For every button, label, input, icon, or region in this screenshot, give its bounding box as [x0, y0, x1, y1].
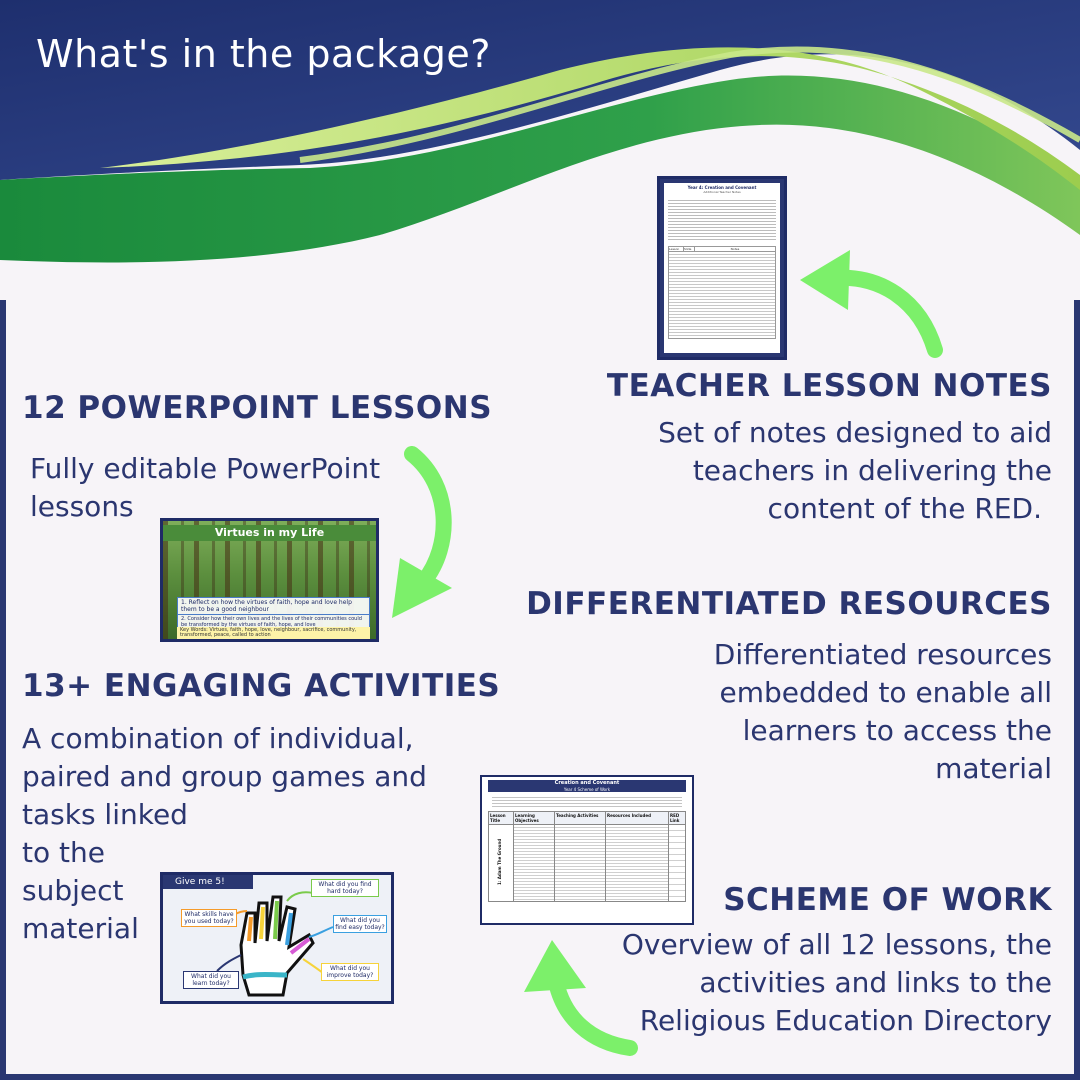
powerpoint-line-2: lessons: [30, 490, 134, 523]
teacher-notes-line-2: teachers in delivering the: [692, 454, 1052, 487]
scheme-heading: SCHEME OF WORK: [723, 882, 1052, 918]
teacher-notes-line-1: Set of notes designed to aid: [658, 416, 1052, 449]
powerpoint-heading: 12 POWERPOINT LESSONS: [22, 390, 493, 426]
scheme-col-resources: Resources Included: [606, 812, 669, 824]
teacher-notes-line-3: content of the RED.: [767, 492, 1042, 525]
scheme-line-2: activities and links to the: [699, 966, 1052, 999]
give-me-5-title: Give me 5!: [163, 875, 253, 889]
scheme-doc-title: Creation and Covenant: [488, 780, 686, 787]
hand-icon: [216, 891, 334, 997]
page-title: What's in the package?: [36, 32, 491, 76]
arrow-to-scheme: [524, 940, 638, 1056]
arrow-to-teacher-notes: [800, 250, 943, 358]
scheme-col-activities: Teaching Activities: [555, 812, 606, 824]
activities-text: A combination of individual, paired and …: [22, 720, 462, 948]
hand-prompt-improve: What did you improve today?: [321, 963, 379, 981]
activities-line-5: subject: [22, 874, 124, 907]
virtues-slide-title: Virtues in my Life: [163, 525, 376, 541]
activities-heading: 13+ ENGAGING ACTIVITIES: [22, 668, 501, 704]
activities-line-2: paired and group games and: [22, 760, 427, 793]
lime-wave: [100, 47, 1080, 191]
hand-prompt-skills: What skills have you used today?: [181, 909, 237, 927]
scheme-col-red: RED Link: [670, 813, 680, 823]
hand-prompt-easy: What did you find easy today?: [333, 915, 387, 933]
scheme-line-3: Religious Education Directory: [639, 1004, 1052, 1037]
scheme-doc-subtitle: Year 4 Scheme of Work: [488, 787, 686, 792]
notes-col-lesson: Lesson: [669, 247, 684, 251]
scheme-text: Overview of all 12 lessons, the activiti…: [572, 926, 1052, 1040]
give-me-5-thumbnail: Give me 5! What did you find hard today?…: [160, 872, 394, 1004]
scheme-row-title: 1: Adam The Ground: [497, 838, 502, 885]
arrow-to-powerpoint: [392, 446, 452, 618]
teacher-notes-heading: TEACHER LESSON NOTES: [606, 368, 1052, 404]
hand-prompt-hard: What did you find hard today?: [311, 879, 379, 897]
powerpoint-line-1: Fully editable PowerPoint: [30, 452, 381, 485]
virtues-slide-thumbnail: Virtues in my Life 1. Reflect on how the…: [160, 518, 379, 642]
teacher-notes-thumbnail: Year 4: Creation and Covenant Additional…: [657, 176, 787, 360]
green-wave: [0, 75, 1080, 263]
differentiated-text: Differentiated resources embedded to ena…: [572, 636, 1052, 788]
notes-doc-subtitle: Additional Teacher Notes: [703, 190, 741, 194]
virtues-keywords: Key Words: Virtues, faith, hope, love, n…: [177, 627, 370, 639]
notes-col-notes: Notes: [730, 247, 740, 251]
activities-line-6: material: [22, 912, 139, 945]
scheme-col-objectives: Learning Objectives: [514, 812, 555, 824]
differentiated-line-1: Differentiated resources: [713, 638, 1052, 671]
notes-doc-title: Year 4: Creation and Covenant: [687, 185, 757, 190]
virtues-item-1: 1. Reflect on how the virtues of faith, …: [177, 597, 370, 615]
scheme-col-title: Lesson Title: [489, 812, 514, 824]
activities-line-3: tasks linked: [22, 798, 188, 831]
differentiated-line-4: material: [935, 752, 1052, 785]
differentiated-line-3: learners to access the: [742, 714, 1052, 747]
notes-col-slide: Slide: [684, 247, 695, 251]
scheme-line-1: Overview of all 12 lessons, the: [621, 928, 1052, 961]
powerpoint-text: Fully editable PowerPoint lessons: [30, 450, 410, 526]
differentiated-heading: DIFFERENTIATED RESOURCES: [526, 586, 1052, 622]
differentiated-line-2: embedded to enable all: [719, 676, 1053, 709]
scheme-of-work-thumbnail: Creation and Covenant Year 4 Scheme of W…: [480, 775, 694, 925]
teacher-notes-text: Set of notes designed to aid teachers in…: [572, 414, 1052, 528]
hand-prompt-learn: What did you learn today?: [183, 971, 239, 989]
activities-line-1: A combination of individual,: [22, 722, 414, 755]
activities-line-4: to the: [22, 836, 105, 869]
header-banner: [0, 0, 1080, 300]
